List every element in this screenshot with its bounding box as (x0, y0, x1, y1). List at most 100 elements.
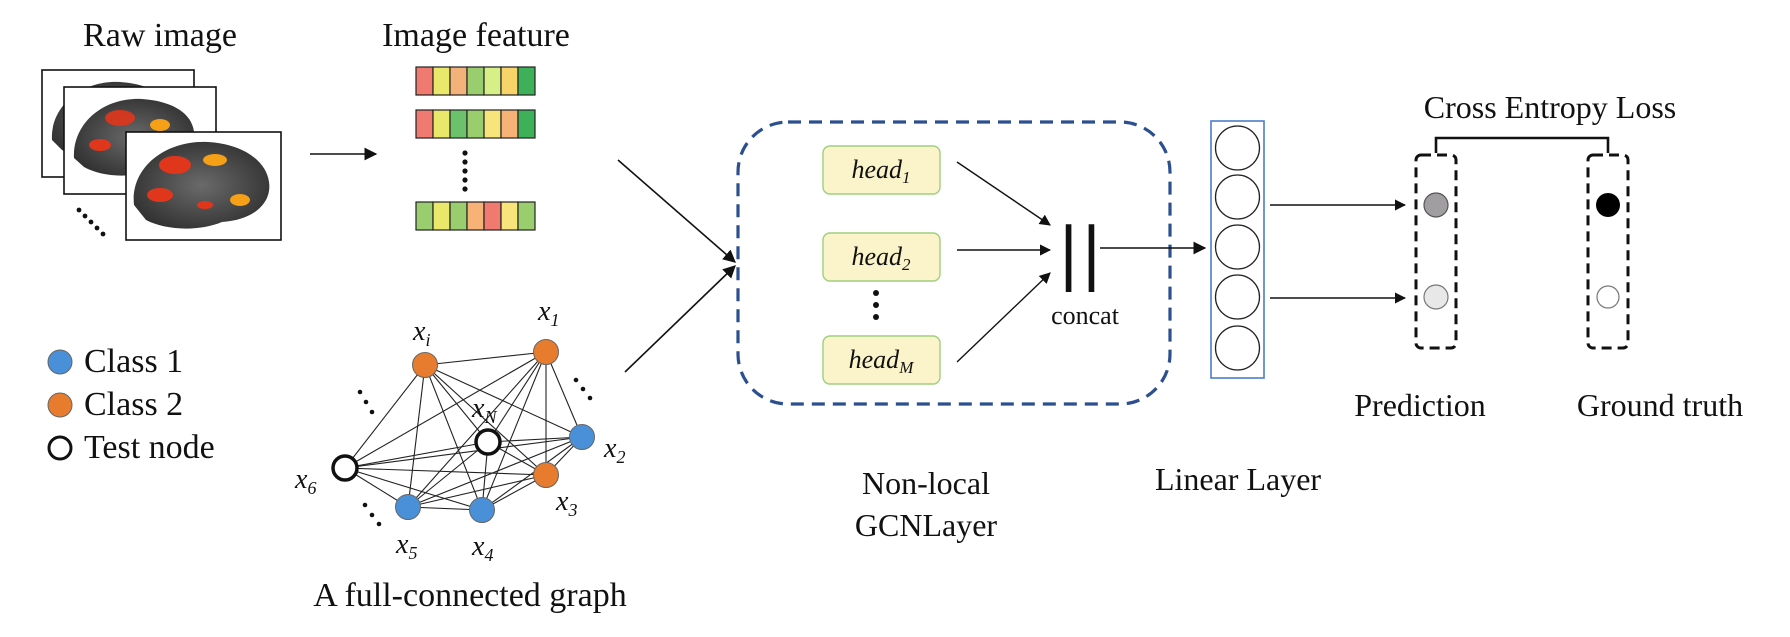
graph-node-x1 (533, 339, 559, 365)
graph-ellipsis-dot (573, 377, 579, 383)
head-box-bg (822, 145, 941, 195)
head-box-1: head1 (822, 145, 941, 195)
feature-vectors (415, 66, 536, 231)
prediction-label: Prediction (1354, 387, 1486, 423)
graph-ellipsis-dot (580, 386, 586, 392)
concat-symbol: || (1057, 214, 1103, 293)
feature-vector-3 (415, 201, 536, 231)
graph-node-label-x2: x2 (603, 433, 625, 467)
feature-cell (483, 109, 502, 139)
feature-cell (432, 109, 451, 139)
graph-edge (545, 351, 583, 438)
graph-edge (344, 467, 547, 476)
gcn-dashed-box (736, 120, 1172, 406)
prediction-column (1414, 153, 1458, 350)
graph-node-x5 (395, 494, 421, 520)
head-label-3: headM (849, 345, 915, 377)
raw-image-title: Raw image (83, 17, 237, 54)
graph-edge (344, 364, 426, 469)
head-box-3: headM (822, 335, 941, 385)
linear-layer-label: Linear Layer (1155, 461, 1321, 497)
graph-ellipsis-dot (369, 409, 375, 415)
feature-cell (449, 66, 468, 96)
legend-marker-2 (47, 392, 73, 418)
arrow-headM-to-concat (956, 272, 1051, 363)
graph-node-x6 (331, 454, 359, 482)
feature-cell (432, 66, 451, 96)
graph-edge (487, 436, 583, 443)
graph-ellipsis-dot (363, 399, 369, 405)
graph-edge (424, 364, 483, 511)
legend-label-1: Class 1 (84, 343, 183, 380)
head-box-2: head2 (822, 232, 941, 282)
feature-cell (517, 201, 536, 231)
brain-image-stack (41, 69, 282, 241)
head-label-1: head1 (851, 155, 910, 187)
arrow-graph-to-gcn (624, 265, 736, 373)
graph-edge (407, 474, 547, 508)
graph-node-x4 (469, 497, 495, 523)
graph-node-label-x5: x5 (395, 529, 417, 563)
feature-cell (449, 201, 468, 231)
graph-node-label-xi: xi (412, 316, 430, 350)
graph-edge (344, 467, 483, 511)
feature-cell (483, 66, 502, 96)
feature-vector-1 (415, 66, 536, 96)
head-box-bg (822, 232, 941, 282)
graph-node-xi (412, 352, 438, 378)
ground-truth-label: Ground truth (1577, 387, 1743, 423)
feature-cell (449, 109, 468, 139)
graph-node-label-x4: x4 (471, 531, 493, 565)
legend-marker-1 (47, 349, 73, 375)
arrow-feature-to-gcn (617, 159, 736, 263)
brain-image-3 (125, 131, 282, 241)
graph-edge (424, 364, 583, 438)
feature-cell (466, 201, 485, 231)
feature-cell (500, 66, 519, 96)
graph-edge (481, 351, 547, 511)
head-label-2: head2 (851, 242, 911, 274)
concat-label: concat (1051, 301, 1120, 330)
graph-caption: A full-connected graph (313, 577, 626, 614)
loss-label: Cross Entropy Loss (1424, 89, 1676, 125)
feature-cell (415, 66, 434, 96)
loss-bracket (1434, 136, 1610, 153)
graph-node-xN (474, 428, 502, 456)
node-legend: Class 1 Class 2 Test node (47, 343, 215, 466)
feature-cell (517, 109, 536, 139)
graph-edge (407, 441, 489, 508)
graph-ellipsis-dot (369, 512, 375, 518)
attention-heads: head1 head2 headM (822, 145, 941, 385)
feature-cell (517, 66, 536, 96)
graph-edge (407, 351, 547, 508)
graph-node-label-x3: x3 (555, 486, 577, 520)
feature-cell (415, 201, 434, 231)
legend-item-2: Class 2 (47, 386, 183, 423)
legend-marker-test (47, 435, 73, 461)
feature-cell (415, 109, 434, 139)
graph-node-label-x1: x1 (537, 296, 559, 330)
graph-node-x2 (569, 424, 595, 450)
graph-edge (344, 351, 547, 469)
graph-edge (487, 351, 547, 443)
legend-item-3: Test node (47, 429, 215, 466)
feature-ellipsis (462, 150, 468, 192)
heads-ellipsis (873, 290, 879, 320)
feature-cell (432, 201, 451, 231)
image-stack-ellipsis (76, 207, 106, 237)
legend-item-1: Class 1 (47, 343, 183, 380)
graph-edge (407, 364, 426, 508)
gcn-label-line2: GCNLayer (855, 507, 998, 543)
graph-edge (424, 351, 547, 366)
graph-ellipsis-dot (362, 502, 368, 508)
arrow-head1-to-concat (956, 161, 1051, 226)
legend-label-3: Test node (84, 429, 215, 466)
feature-cell (466, 66, 485, 96)
gcn-label-line1: Non-local (862, 465, 990, 501)
feature-cell (500, 201, 519, 231)
graph-ellipsis-dot (587, 395, 593, 401)
graph-node-label-xN: xN (471, 393, 497, 427)
feature-vector-2 (415, 109, 536, 139)
